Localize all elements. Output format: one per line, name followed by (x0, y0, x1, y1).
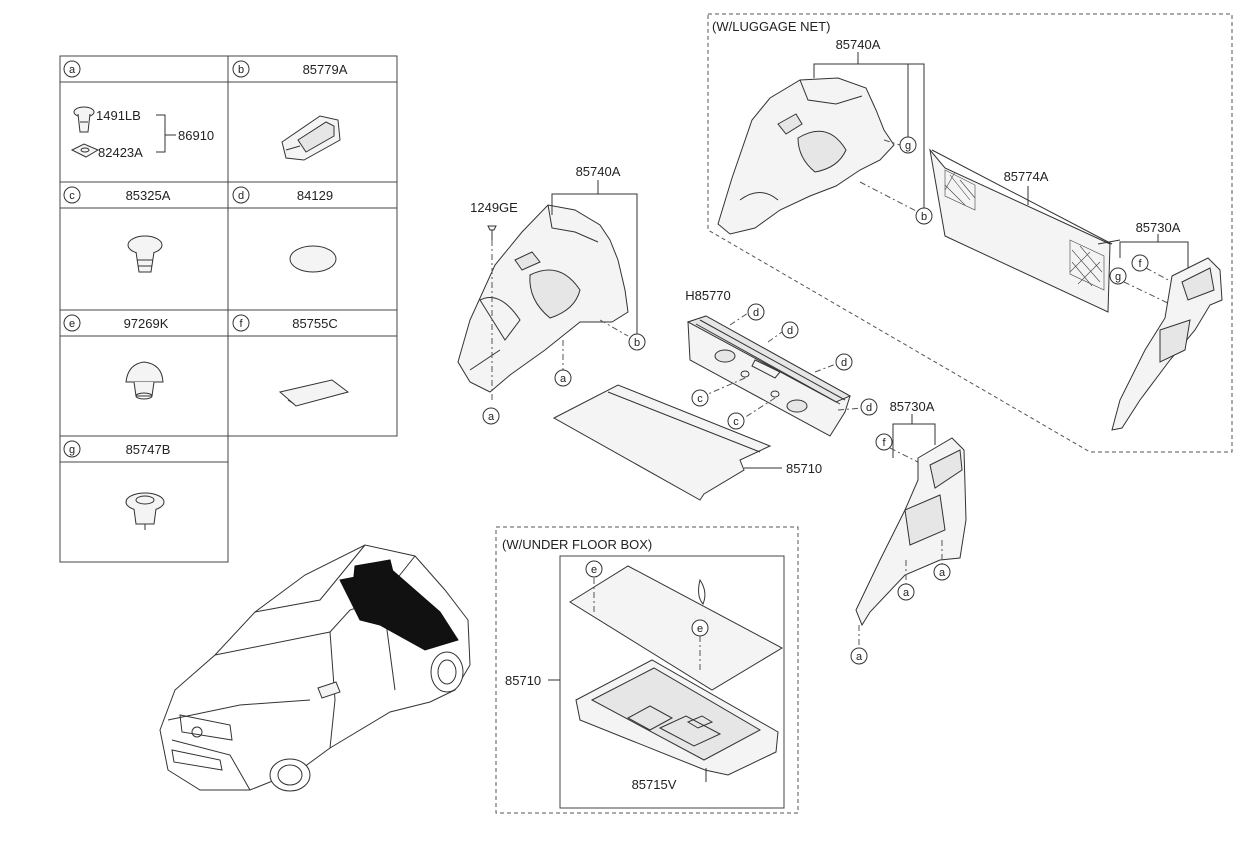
svg-text:c: c (697, 393, 703, 405)
legend-cell-g: g 85747B (63, 440, 171, 458)
svg-text:g: g (69, 444, 75, 456)
legend-table (59, 55, 398, 563)
part-label-1491lb: 1491LB (96, 108, 141, 123)
callout-c-2: c (727, 412, 745, 430)
callout-c-1: c (691, 389, 709, 407)
legend-cell-d: d 84129 (232, 186, 333, 204)
callout-a-left-1: a (482, 407, 500, 425)
callout-b-left: b (628, 333, 646, 351)
svg-text:f: f (882, 437, 886, 449)
svg-text:e: e (591, 564, 597, 576)
svg-text:d: d (787, 325, 793, 337)
part-label-82423a: 82423A (98, 145, 143, 160)
callout-g-net-right: g (1109, 267, 1127, 285)
svg-text:e: e (697, 623, 703, 635)
svg-text:f: f (1138, 258, 1142, 270)
svg-text:d: d (753, 307, 759, 319)
callout-a-left-2: a (554, 369, 572, 387)
callout-a-right-1: a (897, 583, 915, 601)
transverse-trim (686, 315, 852, 437)
part-label-85740a: 85740A (576, 164, 621, 179)
svg-text:d: d (841, 357, 847, 369)
under-floor-covering (569, 565, 784, 691)
part-label-85774a: 85774A (1004, 169, 1049, 184)
part-label-h85770: H85770 (685, 288, 731, 303)
callout-a-right-3: a (850, 647, 868, 665)
washer-82423a-icon (70, 143, 100, 158)
svg-text:b: b (238, 64, 244, 76)
under-floor-group-frame (495, 526, 799, 814)
svg-text:e: e (69, 318, 75, 330)
svg-text:g: g (1115, 271, 1121, 283)
svg-text:a: a (939, 567, 946, 579)
quarter-trim-left (457, 204, 629, 393)
part-label-85730a: 85730A (890, 399, 935, 414)
luggage-covering (552, 384, 772, 501)
svg-text:97269K: 97269K (124, 316, 169, 331)
svg-text:85779A: 85779A (303, 62, 348, 77)
part-label-1249ge: 1249GE (470, 200, 518, 215)
svg-text:85755C: 85755C (292, 316, 338, 331)
part-label-86910: 86910 (178, 128, 214, 143)
svg-text:g: g (905, 140, 911, 152)
pad-85755c-icon (278, 379, 350, 407)
luggage-net-group-frame (707, 13, 1233, 453)
clip-85325a-icon (127, 235, 163, 273)
callout-e-box-1: e (585, 560, 603, 578)
part-label-85710: 85710 (786, 461, 822, 476)
legend-cell-e: e 97269K (63, 314, 169, 332)
under-floor-box (575, 659, 779, 776)
callout-e-box-2: e (691, 619, 709, 637)
part-label-85710-box: 85710 (505, 673, 541, 688)
callout-a-right-2: a (933, 563, 951, 581)
svg-text:c: c (733, 416, 739, 428)
svg-text:a: a (903, 587, 910, 599)
svg-text:a: a (560, 373, 567, 385)
callout-d-2: d (781, 321, 799, 339)
svg-text:85747B: 85747B (126, 442, 171, 457)
luggage-net (929, 148, 1121, 313)
callout-g-net-left: g (899, 136, 917, 154)
legend-cell-b: b 85779A (232, 60, 348, 78)
callout-f-net: f (1131, 254, 1149, 272)
clip-97269k-icon (125, 361, 164, 400)
svg-text:a: a (856, 651, 863, 663)
svg-text:d: d (238, 190, 244, 202)
callout-d-1: d (747, 303, 765, 321)
callout-b-net: b (915, 207, 933, 225)
quarter-trim-right-net (1111, 257, 1223, 431)
hook-85779a-icon (281, 115, 341, 161)
svg-text:c: c (69, 190, 75, 202)
under-floor-inner-frame (559, 555, 785, 809)
legend-cell-f: f 85755C (232, 314, 338, 332)
screw-1249ge-icon (487, 225, 497, 240)
legend-cell-c: c 85325A (63, 186, 171, 204)
group-label-luggage-net: (W/LUGGAGE NET) (712, 19, 830, 34)
svg-text:d: d (866, 402, 872, 414)
group-label-under-floor: (W/UNDER FLOOR BOX) (502, 537, 652, 552)
part-label-85730a-net: 85730A (1136, 220, 1181, 235)
vehicle-illustration (159, 544, 471, 792)
callout-d-3: d (835, 353, 853, 371)
part-label-85715v: 85715V (632, 777, 677, 792)
svg-text:a: a (488, 411, 495, 423)
svg-text:b: b (921, 211, 927, 223)
clip-1491lb-icon (73, 106, 95, 133)
svg-text:f: f (239, 318, 243, 330)
clip-85747b-icon (125, 492, 165, 530)
svg-text:b: b (634, 337, 640, 349)
part-label-85740a-net: 85740A (836, 37, 881, 52)
plug-84129-icon (289, 245, 337, 273)
callout-d-4: d (860, 398, 878, 416)
callout-f-right: f (875, 433, 893, 451)
svg-text:85325A: 85325A (126, 188, 171, 203)
quarter-trim-right (855, 437, 967, 627)
svg-text:84129: 84129 (297, 188, 333, 203)
quarter-trim-left-net (717, 77, 895, 235)
legend-cell-a: a (63, 60, 81, 78)
svg-text:a: a (69, 64, 76, 76)
